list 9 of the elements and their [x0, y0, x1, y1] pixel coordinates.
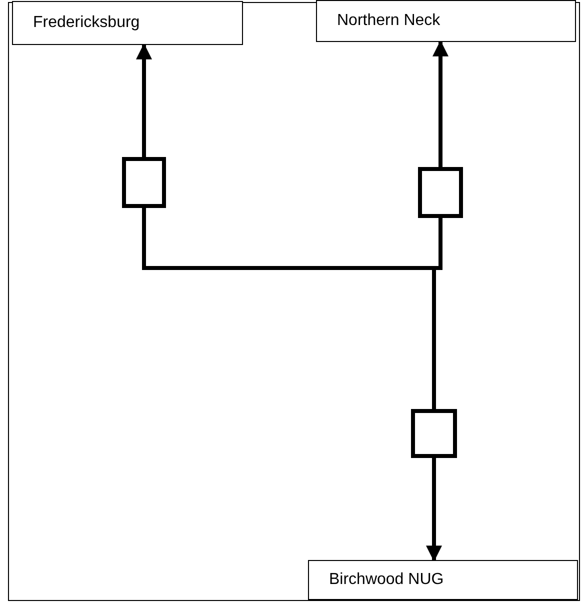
label-box: Fredericksburg [12, 1, 243, 45]
square-box [411, 409, 457, 458]
arrow [432, 40, 448, 167]
arrow [136, 43, 152, 157]
arrow [426, 458, 442, 562]
label-box: Birchwood NUG [308, 560, 578, 600]
square-box [418, 167, 463, 218]
label-box: Northern Neck [316, 0, 576, 42]
square-box [122, 157, 166, 208]
